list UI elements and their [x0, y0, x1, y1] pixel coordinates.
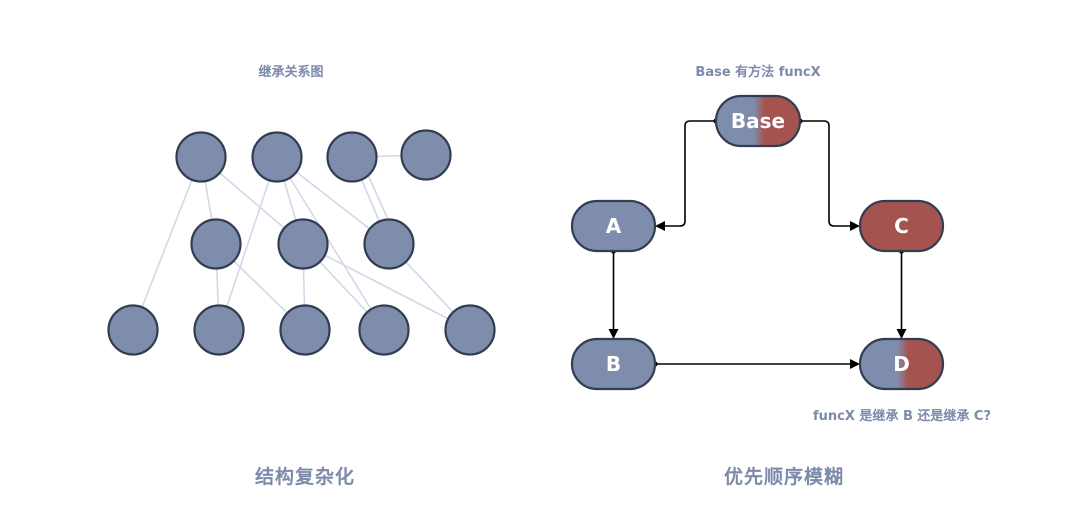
- inheritance-nodes: [107, 129, 496, 356]
- class-node-m2: [277, 218, 329, 270]
- arrow-base-a: [655, 120, 716, 231]
- class-node-a: A: [570, 199, 657, 253]
- class-node-b2: [193, 304, 245, 356]
- class-node-b5: [444, 304, 496, 356]
- class-node-b3: [279, 304, 331, 356]
- class-node-label: Base: [731, 109, 785, 133]
- class-node-d: D: [858, 337, 945, 391]
- class-node-b4: [358, 304, 410, 356]
- class-node-t4: [400, 129, 452, 181]
- class-node-t1: [175, 131, 227, 183]
- class-node-c: C: [858, 199, 945, 253]
- class-node-b1: [107, 304, 159, 356]
- right-panel-title: Base 有方法 funcX: [695, 65, 821, 80]
- left-panel-caption: 结构复杂化: [254, 466, 356, 488]
- edge-t2-b2: [218, 156, 278, 331]
- class-node-m3: [363, 218, 415, 270]
- edge-m2-b5: [302, 243, 471, 331]
- question-annotation: funcX 是继承 B 还是继承 C?: [813, 409, 991, 424]
- edge-t2-b4: [276, 156, 385, 331]
- right-panel-caption: 优先顺序模糊: [723, 466, 845, 488]
- edge-t1-b1: [132, 156, 202, 331]
- class-node-label: A: [606, 214, 622, 238]
- class-node-label: D: [893, 352, 910, 376]
- class-node-base: Base: [714, 94, 802, 148]
- class-node-t2: [251, 131, 303, 183]
- class-node-m1: [190, 218, 242, 270]
- class-node-label: C: [894, 214, 909, 238]
- class-node-label: B: [606, 352, 621, 376]
- mro-edges: [608, 118, 907, 369]
- arrow-base-c: [800, 120, 860, 231]
- class-node-b: B: [570, 337, 657, 391]
- left-panel-title: 继承关系图: [258, 65, 324, 80]
- class-node-t3: [326, 131, 378, 183]
